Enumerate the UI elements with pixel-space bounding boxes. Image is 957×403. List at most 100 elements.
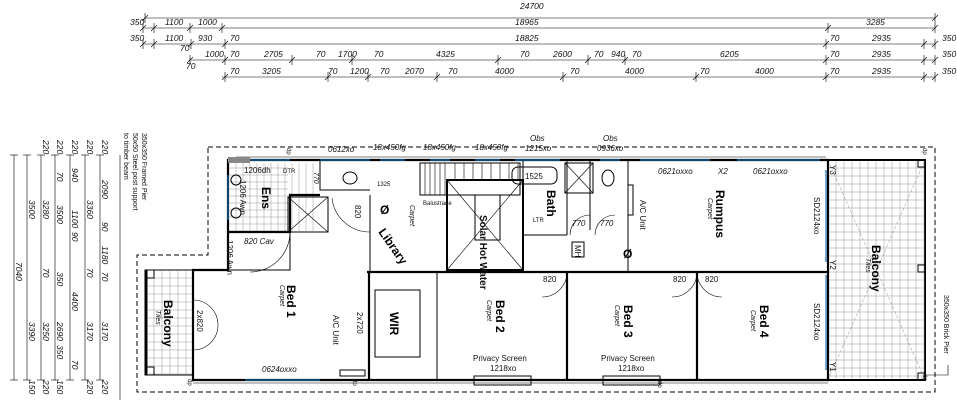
finish-bed-4: Carpet [749,310,756,332]
dimension-label: 70 [180,43,190,53]
privacy-screen-1: Privacy Screen [473,354,527,363]
door-770-ens: 770 [312,172,319,184]
null-symbol-2: Ø [623,247,632,261]
opening-labels: 1206dh 1206 Awn 1206 Awn 820 Cav 0612xo … [195,134,821,374]
downpipe: dp [921,374,927,381]
room-bed-4: Bed 4 [757,305,771,338]
door-820-library: 820 [353,205,362,219]
finish-bed-3: Carpet [613,305,620,327]
dimension-label: 70 [230,33,240,43]
window-1206-awn-b: 1206 Awn [225,240,234,275]
dimension-label: 350 [942,49,956,59]
dimension-label: 4000 [755,66,774,76]
dimension-label: 150 [27,380,37,394]
dimension-label: 2690 [55,321,65,341]
obscure-1: Obs [530,134,545,143]
downpipe: dp [186,379,192,386]
window-0936xo: 0936xo [597,144,624,153]
sliding-door-a: SD2124xo [812,197,821,235]
room-library: Library [376,226,411,268]
manhole: MH [573,245,582,258]
dimension-label: 350 [55,345,65,359]
finish-balcony-right: Tiles [864,258,871,273]
dimension-label: 70 [570,66,580,76]
window-x2: X2 [717,167,728,176]
downpipe: dp [351,379,357,386]
dimension-label: 3250 [41,322,51,341]
dimension-label: 7040 [14,262,24,281]
room-bed-2: Bed 2 [493,300,507,333]
door-770-b: 770 [600,219,614,228]
dimension-label: 940 [70,168,80,182]
dimension-label: 3360 [85,200,95,219]
downpipe: dp [656,381,662,388]
dimension-label: 70 [186,61,196,71]
dimension-label: 220 [55,139,65,154]
dimension-label: 350 [942,66,956,76]
door-2x720: 2x720 [355,312,364,334]
framed-pier-note-2: 50x50 Steel post support [131,133,138,210]
dimension-label: 70 [594,49,604,59]
finish-bed-1: Carpet [278,285,285,307]
dimension-label: 90 [100,222,110,232]
dimension-label: 70 [520,49,530,59]
finish-rumpus: Carpet [706,198,713,220]
obscure-2: Obs [603,134,618,143]
window-0624oxxo: 0624oxxo [262,365,297,374]
dimension-label: 3500 [27,200,37,219]
finish-bed-2: Carpet [485,300,492,322]
room-solar-hot-water: Solar Hot Water [477,215,488,290]
dimension-label: 1100 [165,17,184,27]
dimension-label: 70 [328,66,338,76]
dimension-label: 220 [41,139,51,154]
windows [227,159,827,386]
sliding-door-b: SD2124xo [812,303,821,341]
dimension-label: 70 [380,66,390,76]
dimension-label: 940 [611,49,625,59]
dimension-label: 4325 [436,49,455,59]
dimension-label: 90 [70,232,80,242]
dimension-label: 2935 [871,33,891,43]
framed-pier-note-3: to timber beam [122,133,129,180]
dimension-label: 220 [70,139,80,154]
dimension-label: 3390 [27,322,37,341]
dimension-label: 3170 [100,322,110,341]
dimension-label: 6205 [720,49,739,59]
window-1206dh: 1206dh [244,166,271,175]
dimension-label: 70 [700,66,710,76]
window-1218xo-b: 1218xo [618,364,645,373]
dimension-label: 2070 [404,66,424,76]
dimension-label: 3205 [262,66,281,76]
dimension-label: 1700 [338,49,357,59]
finish-balcony-left: Tiles [154,310,161,325]
dimension-label: 70 [55,172,65,182]
dimension-label: 350 [130,17,144,27]
dimension-label: 70 [830,33,840,43]
balustrade-label: Balustrade [423,201,452,207]
null-symbol-1: Ø [380,203,389,217]
dimension-label: 220 [41,379,51,394]
post-y1: Y1 [828,362,837,372]
room-rumpus: Rumpus [713,190,727,238]
room-balcony-left: Balcony [161,300,175,347]
dimension-label: 70 [100,272,110,282]
dimension-label: 930 [198,33,212,43]
post-y3: Y3 [828,165,837,175]
dimension-label: 1100 [165,33,184,43]
room-bed-3: Bed 3 [621,305,635,338]
room-bath: Bath [544,190,558,217]
walls [191,156,830,384]
dimension-label: 1000 [205,49,224,59]
dimension-label: 1180 [100,246,110,265]
dimension-label: 18965 [515,17,539,27]
dimension-label: 70 [632,49,642,59]
dimension-label: 70 [85,268,95,278]
fixed-glass-3: 18x450fg [475,143,508,152]
window-0621oxxo-b: 0621oxxo [753,167,788,176]
dimension-label: 350 [942,33,956,43]
balcony-left [144,269,194,376]
fixed-glass-1: 18x450fg [373,143,406,152]
ac-unit-bed-1: A/C Unit [331,315,340,346]
